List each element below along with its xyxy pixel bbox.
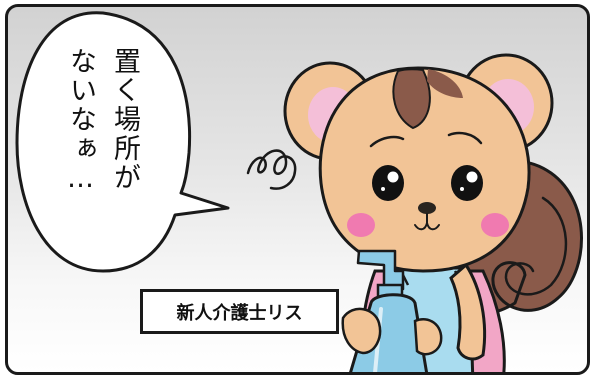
panel-scene	[15, 11, 583, 372]
speech-bubble	[15, 11, 230, 273]
comic-panel: 置く場所が ないなぁ… 新人介護士リス	[5, 4, 590, 375]
squirrel-head	[318, 66, 531, 273]
speech-bubble-line-2: ないなぁ…	[65, 47, 96, 196]
speech-bubble-line-1: 置く場所が	[109, 47, 140, 192]
sanitizer-bottle	[341, 249, 443, 372]
scribble-sigh-icon	[246, 149, 297, 190]
character-name-label: 新人介護士リス	[140, 289, 339, 334]
